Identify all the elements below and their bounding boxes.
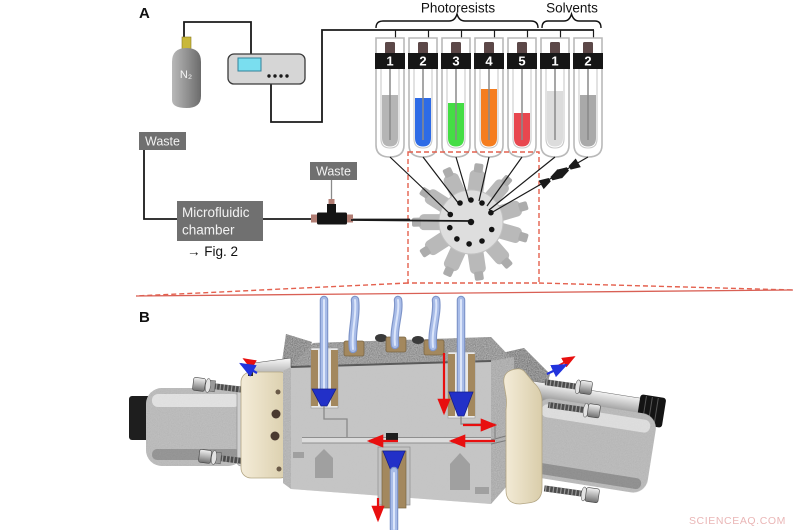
- left-actuator: [129, 357, 292, 479]
- vial-number-box: [474, 53, 504, 69]
- right-top-screw-1: [544, 379, 593, 395]
- right-funnel: [448, 391, 474, 417]
- waste-label-2: Waste: [310, 162, 357, 180]
- vial-number-box: [441, 53, 471, 69]
- tee-connector: [311, 180, 353, 225]
- vial-number: 4: [485, 54, 493, 69]
- right-actuation-arrows: [546, 356, 576, 378]
- left-cutaway-channel: [310, 295, 348, 437]
- solvents-header: Solvents: [546, 1, 598, 16]
- panel-divider-line: [135, 289, 794, 297]
- left-top-screw: [192, 377, 247, 394]
- vial-cap: [451, 42, 461, 54]
- vial-number: 1: [386, 54, 393, 69]
- flow-arrows: [366, 353, 498, 523]
- right-actuator: [503, 368, 656, 505]
- left-motor-body: [146, 388, 244, 466]
- vial-number-box: [408, 53, 438, 69]
- solvent-vial-2: 2: [573, 37, 603, 158]
- vial-cap: [583, 42, 593, 54]
- vial-number-box: [507, 53, 537, 69]
- right-bottom-screw: [543, 485, 600, 504]
- photoresist-vial-5: 5: [507, 37, 537, 158]
- photoresists-brace: [375, 11, 539, 29]
- cylinder-valve-cap: [181, 36, 192, 50]
- outlet-assembly: [377, 446, 411, 530]
- photoresist-vial-2: 2: [408, 37, 438, 158]
- magnified-region-box: [407, 151, 540, 284]
- solvent-vial-1: 1: [540, 37, 570, 158]
- inlet-tubes: [348, 295, 441, 354]
- photoresists-header: Photoresists: [421, 1, 496, 16]
- panel-b-label: B: [139, 309, 150, 326]
- pressure-controller: [227, 53, 306, 85]
- block-notches: [293, 449, 489, 494]
- vial-cap: [418, 42, 428, 54]
- figure-2-reference: → Fig. 2: [187, 244, 238, 259]
- left-funnel: [311, 388, 337, 407]
- magnify-guide-lines: [135, 282, 794, 297]
- right-top-screw-2: [547, 401, 601, 419]
- svg-text:chamber: chamber: [182, 223, 235, 238]
- cylinder-gas-label: N₂: [180, 69, 192, 81]
- vial-cap: [550, 42, 560, 54]
- solvent-line-connector-1: [556, 158, 581, 179]
- left-mount-block: [240, 371, 291, 479]
- photoresist-vial-1: 1: [375, 37, 405, 158]
- vial-number-box: [540, 53, 570, 69]
- photoresist-vial-4: 4: [474, 37, 504, 158]
- left-actuator-connector: [129, 396, 151, 440]
- vial-number-box: [573, 53, 603, 69]
- valve-port-dots: [447, 197, 495, 247]
- left-actuation-arrows: [239, 358, 258, 377]
- solvent-line-connector-2: [538, 169, 563, 190]
- microfluidic-chamber-box: Microfluidic chamber: [177, 201, 263, 241]
- cylinder-body: [172, 48, 201, 108]
- controller-display: [237, 57, 262, 72]
- solvents-brace: [541, 11, 602, 29]
- vial-number: 5: [518, 54, 525, 69]
- svg-text:Waste: Waste: [145, 135, 180, 149]
- panel-a-label: A: [139, 5, 150, 22]
- vial-number: 2: [584, 54, 591, 69]
- channel-junction: [386, 433, 398, 441]
- vial-cap: [517, 42, 527, 54]
- photoresist-vial-3: 3: [441, 37, 471, 158]
- rotary-selector-valve: [350, 156, 589, 281]
- vial-cap: [385, 42, 395, 54]
- vial-cap: [484, 42, 494, 54]
- left-mount-holes: [270, 389, 282, 472]
- watermark: SCIENCEAQ.COM: [689, 515, 786, 527]
- vial-number-box: [375, 53, 405, 69]
- right-mount-bracket: [503, 368, 543, 505]
- valve-3d-render: [129, 295, 666, 530]
- vial-number: 3: [452, 54, 459, 69]
- vial-number: 1: [551, 54, 558, 69]
- nitrogen-cylinder: N₂: [172, 36, 201, 108]
- svg-text:Waste: Waste: [316, 165, 351, 179]
- block-front-face: [291, 361, 491, 504]
- waste-label-1: Waste: [139, 132, 186, 150]
- svg-text:Microfluidic: Microfluidic: [182, 205, 250, 220]
- controller-buttons: [267, 74, 289, 78]
- vial-number: 2: [419, 54, 426, 69]
